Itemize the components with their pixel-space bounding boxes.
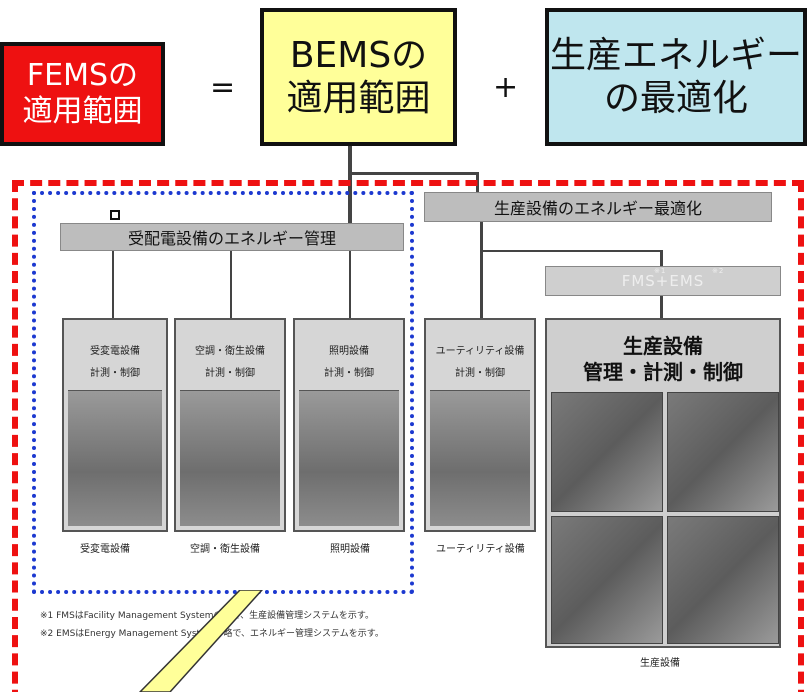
panel-caption: 照明設備	[330, 544, 370, 555]
production-optimization-header: 生産設備のエネルギー最適化	[424, 192, 772, 222]
connector-line	[480, 250, 660, 252]
equals-sign: =	[210, 70, 236, 105]
equipment-panel-substation: 受変電設備 計測・制御	[62, 318, 168, 532]
equipment-panel-lighting: 照明設備 計測・制御	[293, 318, 405, 532]
panel-subtitle: 計測・制御	[324, 368, 374, 379]
bems-scope-outline	[32, 191, 414, 594]
equipment-panel-hvac: 空調・衛生設備 計測・制御	[174, 318, 286, 532]
connector-line	[348, 172, 478, 175]
plus-sign: +	[493, 70, 519, 105]
fems-label-line1: FEMSの	[26, 58, 139, 93]
production-photo-3	[551, 516, 663, 644]
lighting-illustration	[299, 390, 399, 526]
panel-caption: ユーティリティ設備	[436, 544, 525, 555]
panel-subtitle: 計測・制御	[90, 368, 140, 379]
panel-subtitle: 計測・制御	[455, 368, 505, 379]
connector-line	[480, 222, 483, 318]
connector-line	[349, 251, 351, 318]
connector-line	[112, 251, 114, 318]
fms-sup: ※1	[654, 267, 667, 275]
callout-pointer	[138, 590, 264, 692]
connector-line	[660, 250, 663, 266]
panel-caption: 受変電設備	[80, 544, 130, 555]
production-photo-2	[667, 392, 779, 512]
panel-title: ユーティリティ設備	[435, 346, 525, 357]
panel-title: 空調・衛生設備	[195, 346, 265, 357]
production-equipment-panel: 生産設備 管理・計測・制御	[545, 318, 781, 648]
fems-scope-outline	[12, 180, 804, 692]
footnote-1: ※1 FMSはFacility Management Systemの略で、生産設…	[40, 611, 374, 621]
connector-line	[230, 251, 232, 318]
production-title: 生産設備	[623, 334, 703, 358]
substation-illustration	[68, 390, 162, 526]
production-photo-4	[667, 516, 779, 644]
power-distribution-header: 受配電設備のエネルギー管理	[60, 223, 404, 251]
utility-illustration	[430, 390, 530, 526]
panel-subtitle: 計測・制御	[205, 368, 255, 379]
bems-scope-box: BEMSの 適用範囲	[260, 8, 457, 146]
ems-sup: ※2	[712, 267, 725, 275]
fms-ems-label: FMS+EMS	[621, 272, 705, 290]
opt-label-line2: の最適化	[603, 78, 748, 119]
production-photo-1	[551, 392, 663, 512]
bems-label-line1: BEMSの	[289, 34, 428, 76]
fems-label-line2: 適用範囲	[22, 94, 143, 129]
production-subtitle: 管理・計測・制御	[583, 360, 743, 384]
panel-title: 受変電設備	[90, 346, 140, 357]
panel-caption: 空調・衛生設備	[190, 544, 260, 555]
opt-label-line1: 生産エネルギー	[549, 34, 802, 76]
fms-ems-header: FMS+EMS ※1 ※2	[545, 266, 781, 296]
marker-square	[110, 210, 120, 220]
equipment-panel-utility: ユーティリティ設備 計測・制御	[424, 318, 536, 532]
panel-title: 照明設備	[329, 346, 369, 357]
bems-label-line2: 適用範囲	[286, 78, 431, 119]
hvac-illustration	[180, 390, 280, 526]
fems-scope-box: FEMSの 適用範囲	[0, 42, 165, 146]
production-caption: 生産設備	[640, 658, 680, 669]
connector-line	[660, 296, 663, 318]
energy-optimization-box: 生産エネルギー の最適化	[545, 8, 807, 146]
